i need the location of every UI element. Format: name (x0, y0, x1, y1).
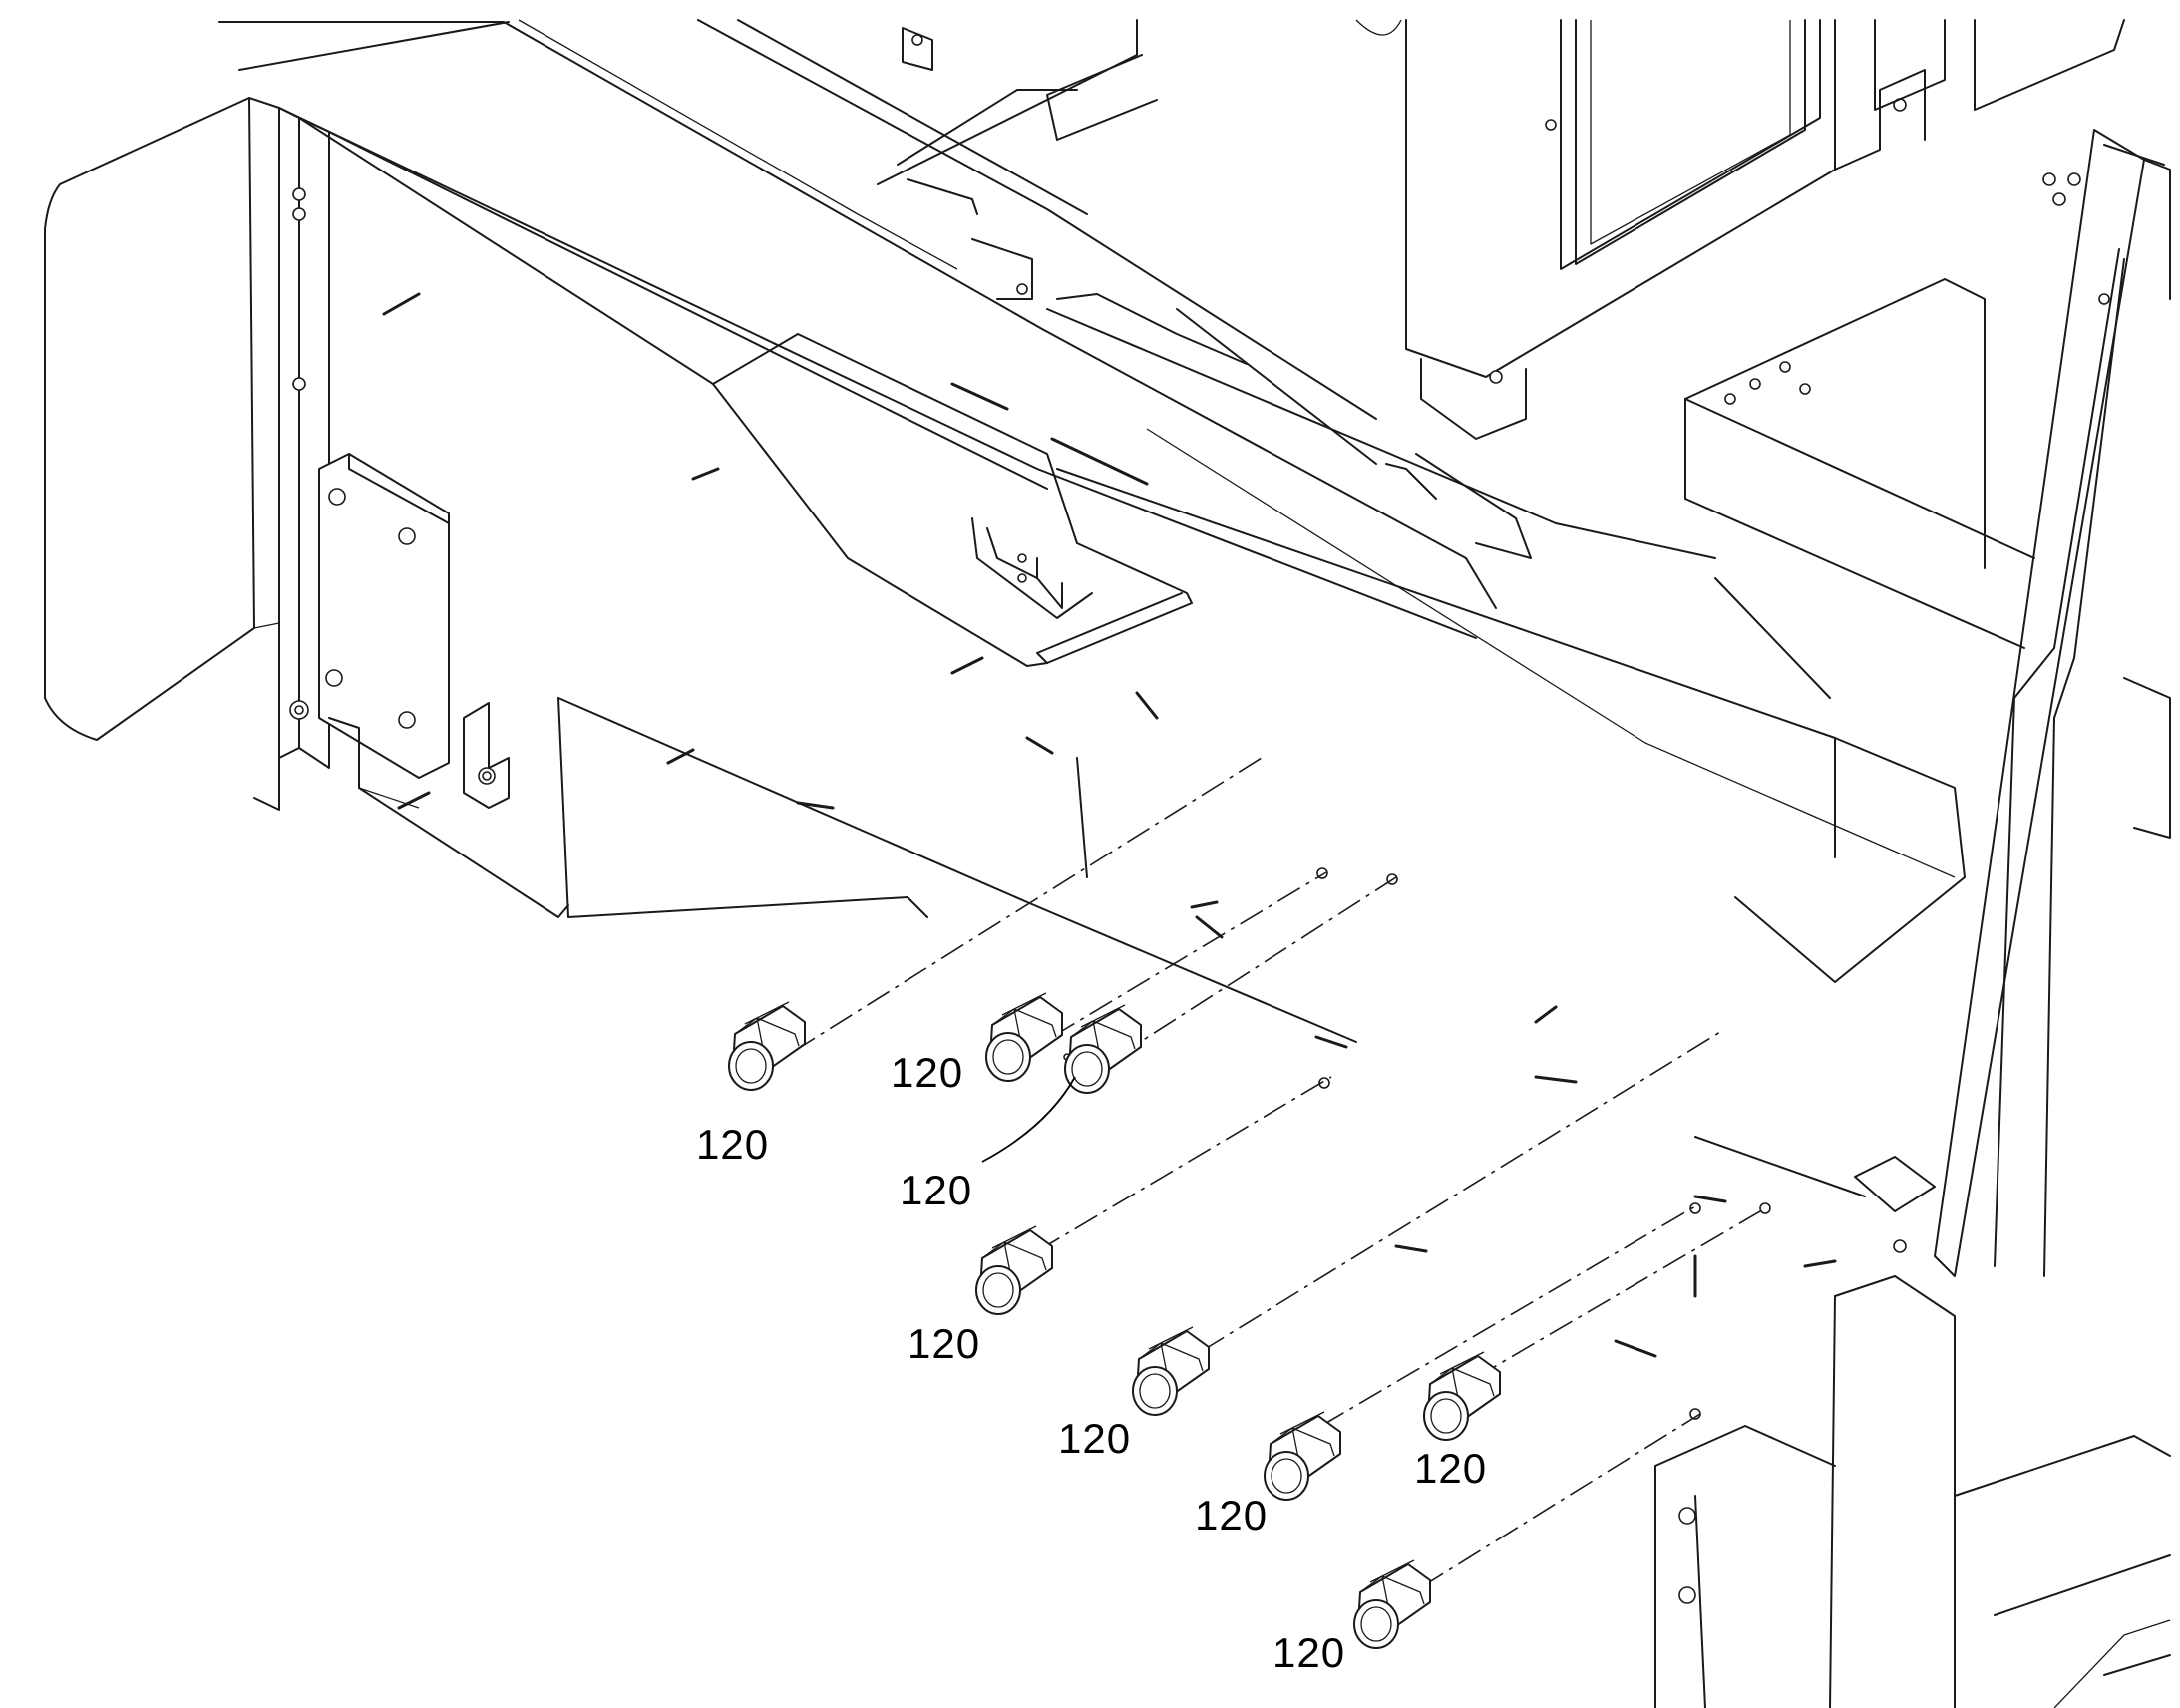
fastener-120-a (728, 1001, 806, 1091)
callout-leader-line (981, 1076, 1076, 1163)
callout-label: 120 (908, 1320, 980, 1367)
callout-label: 120 (900, 1167, 972, 1213)
callout-label: 120 (1195, 1492, 1268, 1538)
fastener-120-h (1353, 1559, 1431, 1649)
lower-left-frame (328, 697, 1357, 1043)
center-mounting-bracket (971, 517, 1093, 619)
callout-label: 120 (891, 1049, 963, 1096)
upper-window-frame (1355, 19, 2125, 440)
fastener-120-f (1264, 1411, 1341, 1501)
fastener-120-d (975, 1225, 1053, 1315)
callout-label: 120 (696, 1121, 769, 1168)
main-angled-beam (298, 117, 1966, 983)
part-callouts: 120 120 120 120 120 120 120 120 120 (696, 1049, 1487, 1676)
fastener-120-c (1064, 1004, 1142, 1094)
fastener-holes (1063, 867, 1771, 1420)
callout-label: 120 (1272, 1629, 1345, 1676)
cover-plate (318, 453, 450, 779)
upper-frame (218, 19, 1497, 639)
fastener-120-e (1132, 1326, 1210, 1416)
right-upright-bracket (1934, 129, 2171, 1277)
callout-label: 120 (1414, 1445, 1487, 1492)
callout-label: 120 (1058, 1415, 1131, 1462)
latch-bracket (463, 702, 510, 809)
lower-right-fender (1654, 1136, 2171, 1708)
right-side-box (1684, 278, 2171, 839)
slot-marks (382, 292, 1837, 1358)
fastener-120-b (985, 992, 1063, 1082)
fastener-120-g (1423, 1351, 1501, 1441)
left-side-panel (44, 97, 280, 811)
assembly-center-lines (792, 757, 1766, 1588)
